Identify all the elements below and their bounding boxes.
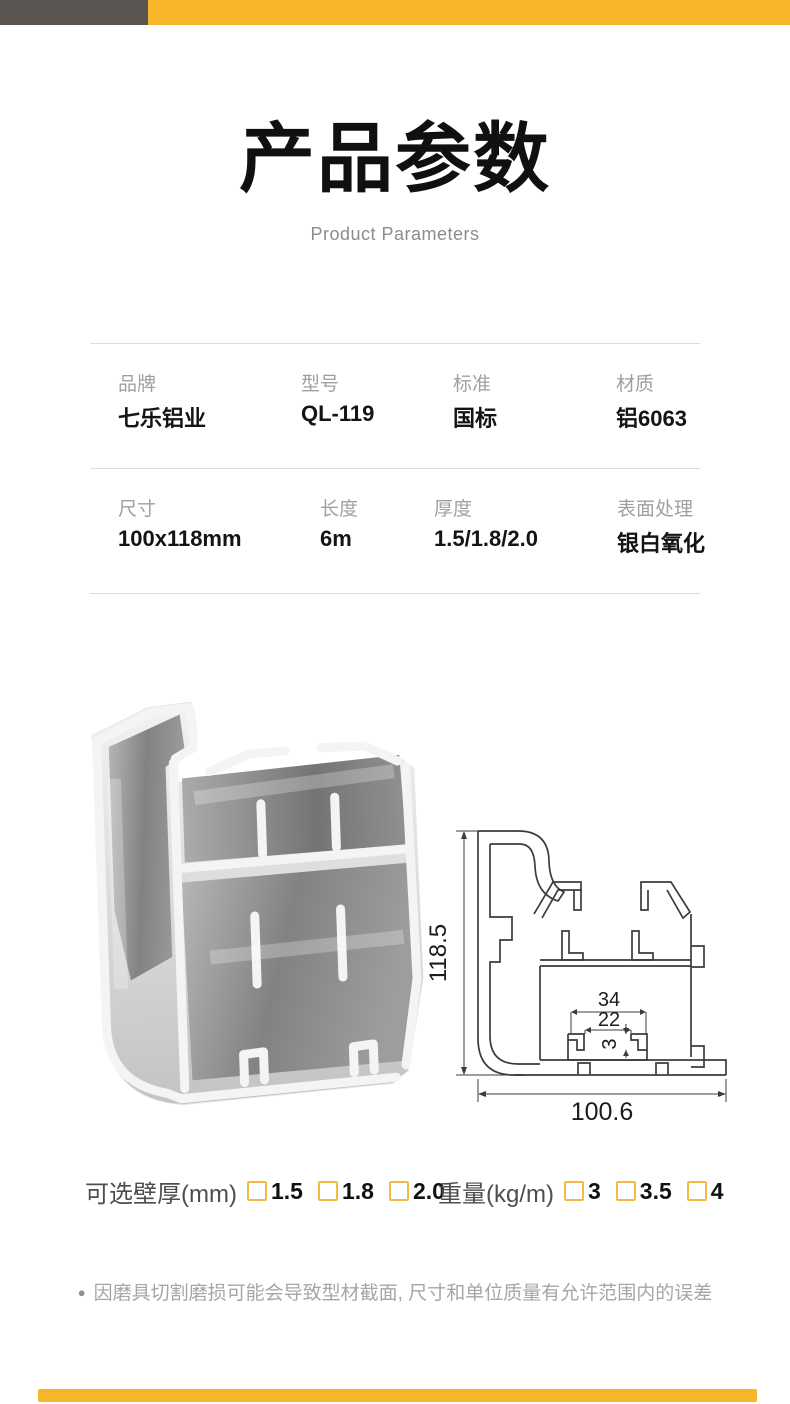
thickness-checkbox-2[interactable] [317,1181,338,1201]
spec-brand-value: 七乐铝业 [118,406,207,431]
spec-material-label: 材质 [616,374,655,395]
weight-value-2: 3.5 [639,1177,672,1204]
thickness-value-3: 2.0 [412,1177,445,1204]
bullet-icon: ● [77,1285,86,1300]
spec-table: 品牌 七乐铝业 型号 QL-119 标准 国标 材质 铝6063 尺寸 100x… [90,343,705,594]
header-dark-bar [0,0,148,25]
weight-checkbox-3[interactable] [686,1181,707,1201]
thickness-option-1: 1.5 [246,1177,303,1205]
spec-row-2: 尺寸 100x118mm 长度 6m 厚度 1.5/1.8/2.0 表面处理 银… [90,469,705,594]
spec-material-value: 铝6063 [616,406,687,431]
thickness-value-1: 1.5 [270,1177,303,1204]
tolerance-note: ● 因磨具切割磨损可能会导致型材截面, 尺寸和单位质量有允许范围内的误差 [0,1278,790,1305]
page-title: 产品参数 [239,117,551,202]
profile-photo [91,701,424,1106]
thickness-options: 可选壁厚(mm) 1.5 1.8 2.0 [85,1172,460,1210]
spec-row-1: 品牌 七乐铝业 型号 QL-119 标准 国标 材质 铝6063 [90,344,700,469]
dim-22-label: 22 [598,1009,620,1031]
weight-option-3: 4 [686,1177,724,1205]
thickness-option-2: 1.8 [317,1177,374,1205]
spec-surface-label: 表面处理 [617,499,694,520]
thickness-checkbox-3[interactable] [388,1181,409,1201]
spec-standard-value: 国标 [453,406,498,431]
weight-checkbox-1[interactable] [564,1181,584,1201]
spec-surface-value: 银白氧化 [617,531,706,556]
spec-model-value: QL-119 [301,401,375,426]
spec-size-label: 尺寸 [118,499,157,520]
weight-checkbox-2[interactable] [615,1181,636,1201]
spec-length-label: 长度 [320,499,359,520]
dim-height-label: 118.5 [428,924,452,982]
dim-3-label: 3 [599,1038,621,1049]
weight-options: 重量(kg/m) 3 3.5 4 [438,1172,739,1210]
spec-standard-label: 标准 [453,374,492,395]
page-subtitle: Product Parameters [310,224,480,244]
spec-brand-label: 品牌 [118,374,157,395]
thickness-label: 可选壁厚(mm) [85,1180,237,1208]
spec-thickness-value: 1.5/1.8/2.0 [434,526,538,551]
profile-technical-drawing: 118.5 100.6 34 22 3 [428,830,727,1126]
weight-option-2: 3.5 [615,1177,672,1205]
tolerance-note-text: 因磨具切割磨损可能会导致型材截面, 尺寸和单位质量有允许范围内的误差 [93,1283,713,1304]
footer-accent-bar [38,1389,757,1402]
dim-34-label: 34 [598,989,620,1011]
weight-value-1: 3 [588,1177,601,1204]
thickness-option-3: 2.0 [388,1177,445,1205]
spec-length-value: 6m [320,526,352,551]
weight-label: 重量(kg/m) [438,1180,554,1208]
thickness-value-2: 1.8 [341,1177,374,1204]
spec-model-label: 型号 [301,374,340,395]
dim-width-label: 100.6 [571,1098,634,1126]
weight-value-3: 4 [710,1177,724,1204]
spec-thickness-label: 厚度 [434,499,473,520]
weight-option-1: 3 [564,1178,601,1205]
thickness-checkbox-1[interactable] [246,1181,267,1201]
header-accent-bar [148,0,790,25]
spec-size-value: 100x118mm [118,526,242,551]
